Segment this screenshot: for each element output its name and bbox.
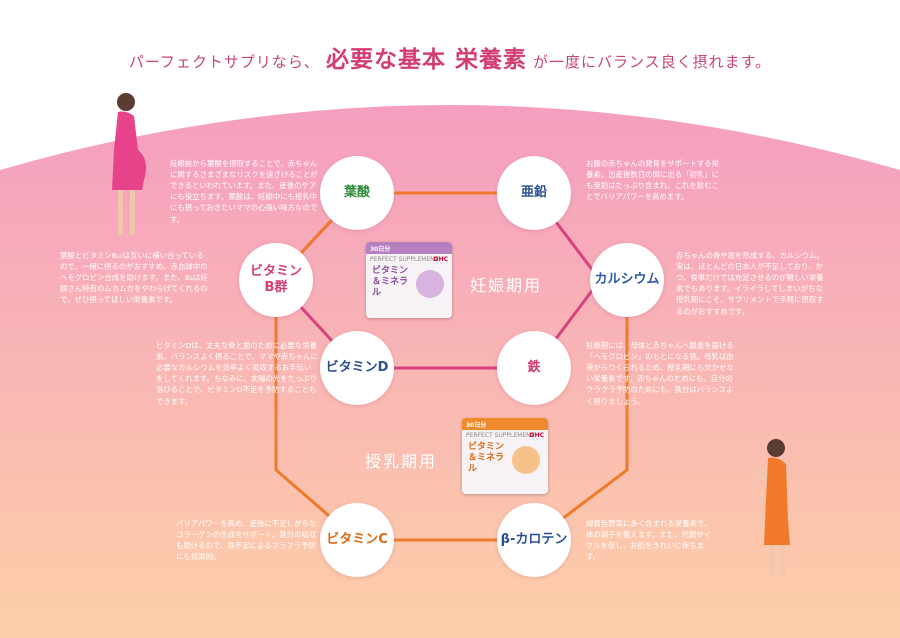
lactation-period-label: 授乳期用	[365, 452, 438, 471]
node-folic-acid: 葉酸	[320, 156, 394, 230]
node-vitamin-b-line2: B群	[264, 280, 288, 295]
pack-maker: DHC	[433, 256, 448, 263]
pack-days: 30日分	[466, 422, 487, 429]
desc-beta-carotene: 緑黄色野菜に多く含まれる栄養素で、体の調子を整えます。また、代謝サイクルを促し、…	[586, 519, 712, 562]
pack-mom-icon	[416, 270, 444, 298]
desc-calcium: 赤ちゃんの骨や歯を形成する、カルシウム。実は、ほとんどの日本人が不足しており、か…	[676, 251, 824, 316]
desc-vitamin-d: ビタミンDは、丈夫な骨と歯のために必要な栄養素。バランスよく摂ることで、ママや赤…	[156, 341, 318, 406]
pregnant-woman-figure	[112, 93, 146, 235]
headline-pre: パーフェクトサプリなら、	[128, 53, 320, 71]
headline: パーフェクトサプリなら、必要な基本 栄養素が一度にバランス良く摂れます。	[0, 40, 900, 74]
node-vitamin-d-label: ビタミンD	[325, 359, 389, 375]
desc-vitamin-c: バリアパワーを高め、産後に不足しがちなコラーゲンの生成をサポート。鉄分の吸収も助…	[176, 519, 317, 562]
desc-vitamin-b: 葉酸とビタミンB₁₂は互いに補い合っているので、一緒に摂るのがおすすめ。赤血球中…	[60, 251, 208, 305]
node-calcium: カルシウム	[590, 243, 664, 317]
node-zinc-label: 亜鉛	[520, 184, 547, 200]
node-vitamin-d: ビタミンD	[320, 331, 394, 405]
desc-folic-acid: 妊娠前から葉酸を摂取することで、赤ちゃんに関するさまざまなリスクを遠ざけることが…	[170, 159, 318, 224]
node-calcium-label: カルシウム	[594, 271, 660, 287]
pack-band	[462, 418, 548, 430]
pack-brand: PERFECT SUPPLEMENT	[466, 432, 535, 439]
pack-name: ビタミン＆ミネラル	[372, 266, 409, 298]
node-vitamin-c-label: ビタミンC	[326, 531, 388, 547]
lactation-path	[274, 280, 629, 542]
headline-emphasis: 必要な基本 栄養素	[325, 47, 527, 73]
headline-post: が一度にバランス良く摂れます。	[532, 53, 772, 71]
pregnancy-product-pack: 30日分 PERFECT SUPPLEMENT DHC ビタミン＆ミネラル	[366, 242, 452, 318]
node-vitamin-b-line1: ビタミン	[249, 263, 302, 279]
node-vitamin-c: ビタミンC	[320, 503, 394, 577]
pack-brand: PERFECT SUPPLEMENT	[370, 256, 439, 263]
node-zinc: 亜鉛	[497, 156, 571, 230]
pregnancy-period-label: 妊娠期用	[470, 276, 543, 295]
gradient-arch	[0, 105, 900, 638]
pack-days: 30日分	[370, 246, 391, 253]
pack-band	[366, 242, 452, 254]
node-folic-acid-label: 葉酸	[343, 184, 370, 200]
lactation-product-pack: 30日分 PERFECT SUPPLEMENT DHC ビタミン＆ミネラル	[462, 418, 548, 494]
node-beta-carotene: β-カロテン	[497, 503, 571, 577]
node-iron: 鉄	[497, 331, 571, 405]
pack-mom-icon	[512, 446, 540, 474]
desc-iron: 妊娠期には、母体と赤ちゃんへ酸素を届ける「ヘモグロビン」のもとになる鉄。母乳は血…	[586, 341, 734, 406]
node-beta-carotene-label: β-カロテン	[500, 531, 568, 547]
pack-name: ビタミン＆ミネラル	[468, 442, 505, 474]
node-iron-label: 鉄	[527, 359, 541, 375]
nursing-woman-figure	[755, 439, 790, 575]
desc-zinc: お腹の赤ちゃんの発育をサポートする栄養素。出産後数日の間に出る「初乳」にも亜鉛は…	[586, 159, 720, 202]
pack-maker: DHC	[529, 432, 544, 439]
